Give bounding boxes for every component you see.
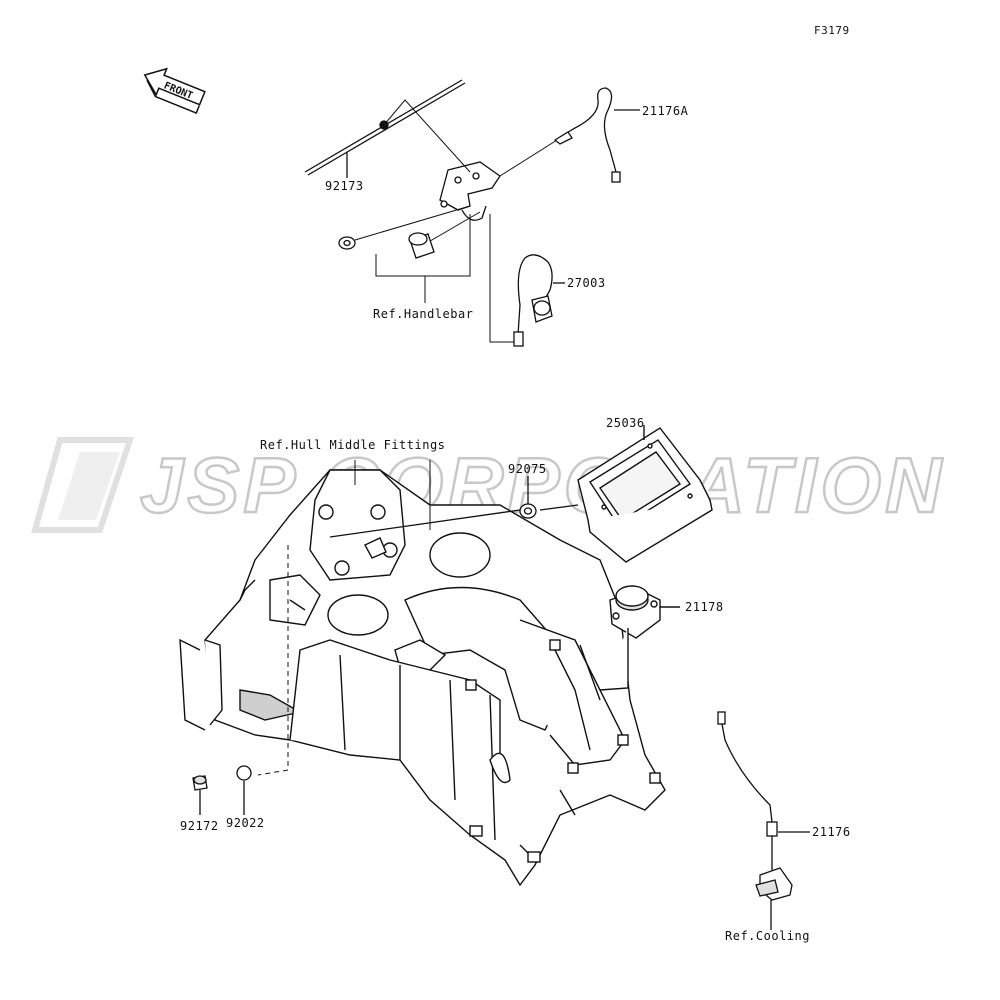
antenna-rod-92173 — [304, 79, 466, 178]
cable-21176A — [553, 87, 640, 183]
mount-bracket — [439, 161, 501, 221]
bolt-and-collar — [338, 232, 435, 259]
part-label-92173[interactable]: 92173 — [325, 179, 364, 193]
cable-27003 — [513, 254, 565, 347]
ref-handlebar-bracket-line — [375, 214, 471, 303]
cable-21176 — [717, 711, 810, 930]
ref-label-cooling: Ref.Cooling — [725, 929, 810, 943]
part-label-92172[interactable]: 92172 — [180, 819, 219, 833]
hull-ref-leader — [354, 460, 431, 530]
figure-id: F3179 — [814, 24, 850, 37]
part-label-21178[interactable]: 21178 — [685, 600, 724, 614]
switch-21178 — [599, 585, 680, 691]
ref-label-hull-middle-fittings: Ref.Hull Middle Fittings — [260, 438, 446, 452]
part-label-21176A[interactable]: 21176A — [642, 104, 689, 118]
part-label-27003[interactable]: 27003 — [567, 276, 606, 290]
front-arrow-icon: FRONT — [143, 67, 206, 115]
part-label-25036[interactable]: 25036 — [606, 416, 645, 430]
ref-label-handlebar: Ref.Handlebar — [373, 307, 474, 321]
watermark-text: JSP CORPORATION — [140, 441, 945, 529]
washer-92022 — [236, 765, 252, 815]
part-label-92075[interactable]: 92075 — [508, 462, 547, 476]
leader-lines-top — [354, 99, 566, 245]
display-unit-25036 — [577, 425, 713, 563]
grommet-92075 — [329, 476, 579, 538]
part-label-92022[interactable]: 92022 — [226, 816, 265, 830]
hull-body — [179, 469, 666, 887]
hull-dashed-line — [257, 545, 289, 776]
watermark-logo — [31, 437, 135, 533]
bolt-92172 — [192, 775, 208, 815]
part-label-21176[interactable]: 21176 — [812, 825, 851, 839]
ref-handlebar-leader — [489, 214, 516, 343]
